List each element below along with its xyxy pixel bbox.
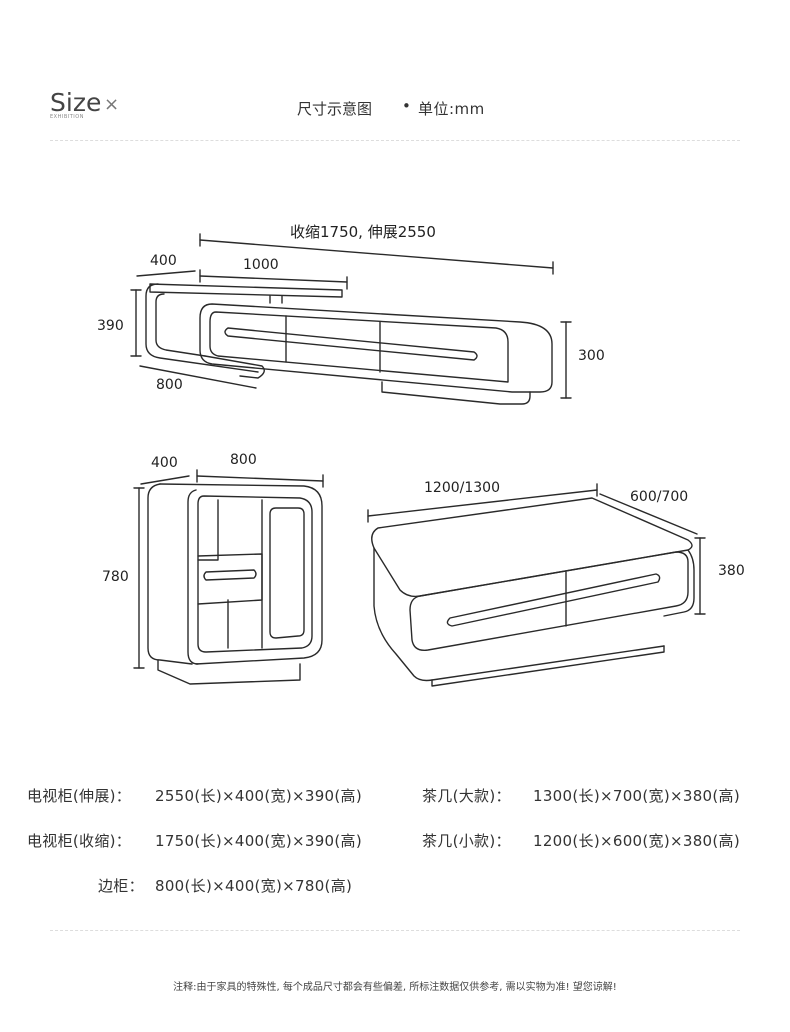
side-cabinet-illustration [133,469,324,685]
side-height-label: 780 [102,569,129,585]
side-depth-label: 400 [151,455,178,471]
table-depth-label: 600/700 [630,489,689,505]
diagram-title: 尺寸示意图 [297,100,373,118]
spec-tv-retracted-value: 1750(长)×400(宽)×390(高) [155,832,362,850]
top-divider [50,140,740,141]
tv-depth-label: 400 [150,253,177,269]
tv-height-right-label: 300 [578,348,605,364]
spec-tv-extended-name: 电视柜(伸展)： [27,787,132,805]
spec-table-large-name: 茶几(大款)： [422,787,511,805]
spec-tv-retracted-name: 电视柜(收缩)： [27,832,132,850]
unit-label: 单位:mm [418,100,485,118]
tv-top-length-label: 1000 [243,257,279,273]
bottom-divider [50,930,740,931]
size-heading: Size [50,88,102,117]
bullet-icon: • [402,97,411,115]
spec-table-small-name: 茶几(小款)： [422,832,511,850]
table-length-label: 1200/1300 [424,480,500,496]
size-subheading: EXHIBITION [50,114,84,120]
spec-side-cabinet-value: 800(长)×400(宽)×780(高) [155,877,353,895]
footnote: 注释:由于家具的特殊性, 每个成品尺寸都会有些偏差, 所标注数据仅供参考, 需以… [173,982,617,993]
tv-height-left-label: 390 [97,318,124,334]
spec-table-large-value: 1300(长)×700(宽)×380(高) [533,787,740,805]
spec-side-cabinet-name: 边柜： [98,877,144,895]
close-icon: × [104,94,120,115]
spec-tv-extended-value: 2550(长)×400(宽)×390(高) [155,787,362,805]
table-height-label: 380 [718,563,745,579]
tv-cabinet-illustration [130,233,572,405]
tv-overall-length-label: 收缩1750, 伸展2550 [290,223,436,241]
tv-base-length-label: 800 [156,377,183,393]
coffee-table-illustration [367,483,706,687]
side-width-label: 800 [230,452,257,468]
spec-table-small-value: 1200(长)×600(宽)×380(高) [533,832,740,850]
